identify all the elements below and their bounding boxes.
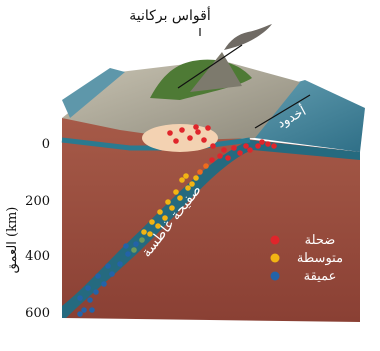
earthquake-dot (87, 297, 93, 303)
earthquake-dot (217, 153, 223, 159)
earthquake-dot (203, 163, 209, 169)
earthquake-dot (123, 243, 129, 249)
earthquake-dot (93, 289, 99, 295)
earthquake-dot (237, 150, 243, 156)
earthquake-dot (109, 271, 115, 277)
arc-bracket (177, 28, 243, 89)
earthquake-dot (117, 261, 123, 267)
earthquake-dot (162, 215, 168, 221)
earthquake-dot (147, 231, 153, 237)
earthquake-points (77, 124, 277, 317)
volcanic-arc-label: أقواس بركانية (129, 5, 211, 24)
earthquake-dot (265, 141, 271, 147)
legend-label: عميقة (304, 269, 337, 284)
earthquake-dot (210, 143, 216, 149)
earthquake-dot (77, 295, 83, 301)
earthquake-dot (259, 139, 265, 145)
earthquake-dot (139, 237, 145, 243)
earthquake-dot (179, 127, 185, 133)
earthquake-dot (173, 138, 179, 144)
earthquake-dot (133, 241, 139, 247)
legend-label: متوسطة (297, 251, 343, 266)
earthquake-dot (225, 155, 231, 161)
depth-tick-label: 200 (25, 194, 50, 209)
earthquake-dot (197, 169, 203, 175)
left-ocean (62, 68, 125, 118)
subducting-plate-band (62, 140, 360, 318)
earthquake-dot (255, 143, 261, 149)
earthquake-dot (89, 307, 95, 313)
depth-ticks: 0 200 400 600 (25, 137, 50, 321)
earthquake-dot (271, 143, 277, 149)
earthquake-dot (77, 311, 83, 317)
earthquake-dot (209, 157, 215, 163)
earthquake-dot (81, 307, 87, 313)
earthquake-dot (85, 285, 91, 291)
depth-tick-label: 0 (42, 137, 50, 152)
earthquake-dot (189, 181, 195, 187)
depth-axis-label: العمق (km) (5, 207, 20, 274)
earthquake-dot (173, 189, 179, 195)
earthquake-dot (185, 185, 191, 191)
depth-tick-label: 400 (25, 249, 50, 264)
earthquake-dot (125, 251, 131, 257)
earthquake-dot (243, 143, 249, 149)
legend-swatch (270, 253, 280, 263)
earthquake-dot (95, 273, 101, 279)
legend: ضحلة متوسطة عميقة (270, 233, 343, 284)
block-front-face (62, 118, 360, 322)
volcano-cone (190, 52, 242, 92)
earthquake-dot (195, 129, 201, 135)
earthquake-dot (167, 130, 173, 136)
earthquake-dot (157, 209, 163, 215)
earthquake-dot (183, 173, 189, 179)
earthquake-dot (141, 229, 147, 235)
legend-swatch (270, 235, 280, 245)
earthquake-dot (149, 219, 155, 225)
earthquake-dot (165, 199, 171, 205)
legend-label: ضحلة (305, 233, 336, 248)
earthquake-dot (169, 205, 175, 211)
legend-swatch (270, 271, 280, 281)
earthquake-dot (221, 147, 227, 153)
depth-tick-label: 600 (25, 306, 50, 321)
earthquake-dot (179, 177, 185, 183)
earthquake-dot (201, 137, 207, 143)
earthquake-dot (187, 135, 193, 141)
earthquake-dot (155, 223, 161, 229)
earthquake-dot (105, 263, 111, 269)
trench-bracket (254, 94, 311, 129)
earthquake-dot (193, 175, 199, 181)
earthquake-dot (247, 147, 253, 153)
earthquake-dot (231, 145, 237, 151)
volcano-smoke (224, 24, 272, 50)
earthquake-dot (193, 124, 199, 130)
earthquake-dot (131, 247, 137, 253)
earthquake-dot (205, 125, 211, 131)
ocean-surface (200, 80, 365, 152)
earthquake-dot (101, 281, 107, 287)
earthquake-dot (177, 195, 183, 201)
